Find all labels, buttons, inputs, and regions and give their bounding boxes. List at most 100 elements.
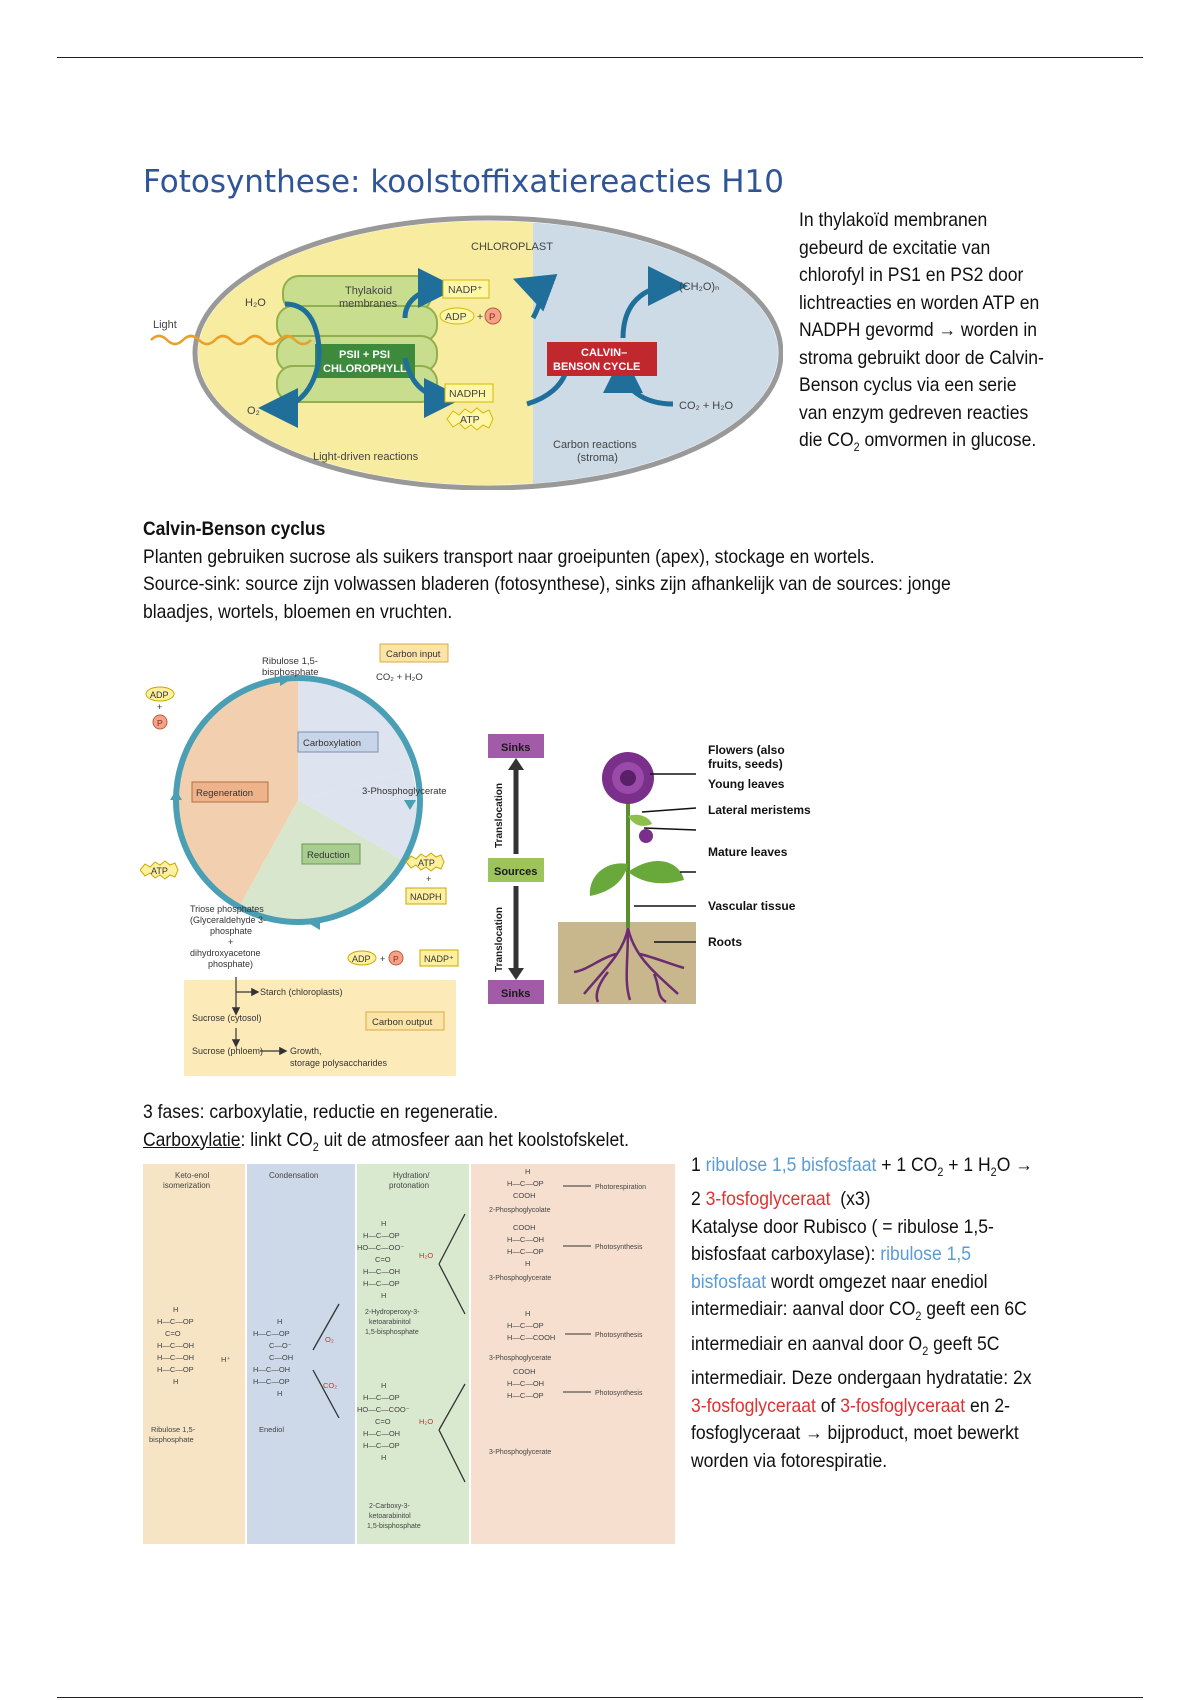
svg-text:H: H [525, 1167, 530, 1176]
svg-text:H—C—OP: H—C—OP [507, 1179, 544, 1188]
reaction-arrow [312, 1369, 340, 1419]
psii-label-2: CHLOROPHYLL [323, 363, 407, 375]
intro-line: Benson cyclus via een serie [799, 374, 1017, 396]
intro-line: gebeurd de excitatie van [799, 236, 991, 259]
section-line: blaadjes, wortels, bloemen en vruchten. [143, 600, 453, 623]
flower [602, 752, 654, 843]
calvin-arrow-in-top [512, 274, 558, 320]
mature-leaves-label: Mature leaves [708, 845, 788, 859]
reduction-label: Reduction [307, 850, 350, 861]
col3-title: Hydration/ [393, 1171, 430, 1180]
svg-text:COOH: COOH [513, 1367, 536, 1376]
ribulose-structure: HH—C—OPC=O H—C—OHH—C—OHH—C—OPH [157, 1305, 194, 1386]
svg-text:COOH: COOH [513, 1191, 536, 1200]
ch2o-label: (CH₂O)ₙ [679, 281, 719, 293]
phases-paragraph: 3 fases: carboxylatie, reductie en regen… [143, 1099, 1043, 1161]
h2o-label-2: H₂O [419, 1417, 433, 1426]
equation-line-1: 1 ribulose 1,5 bisfosfaat + 1 CO2 + 1 H2… [691, 1154, 1033, 1179]
svg-text:H—C—OH: H—C—OH [363, 1267, 400, 1276]
svg-text:COOH: COOH [513, 1223, 536, 1232]
atp-burst-right [405, 852, 445, 872]
intro-paragraph: In thylakoïd membranen gebeurd de excita… [799, 207, 1060, 461]
svg-text:H—C—OP: H—C—OP [157, 1365, 194, 1374]
calvin-section: Calvin-Benson cyclus Planten gebruiken s… [143, 516, 1133, 626]
triose-line: phosphate [210, 926, 252, 936]
carbon-input-label: Carbon input [386, 649, 441, 660]
svg-text:H—C—OH: H—C—OH [507, 1379, 544, 1388]
reaction-arrow [312, 1303, 340, 1351]
chloroplast-label: CHLOROPLAST [471, 241, 553, 253]
svg-text:H—C—OP: H—C—OP [507, 1247, 544, 1256]
o2-label: O₂ [247, 405, 260, 417]
intro-line: van enzym gedreven reacties [799, 401, 1029, 424]
regeneration-label: Regeneration [196, 788, 253, 799]
col-condensation [247, 1164, 355, 1544]
lateral-label: Lateral meristems [708, 803, 811, 817]
svg-text:H: H [525, 1309, 530, 1318]
rubisco-line: bisfosfaat carboxylase): ribulose 1,5 [691, 1243, 971, 1266]
source-sink-figure: Sinks Sources Sinks Translocation Transl… [488, 732, 836, 1018]
adp-oval [439, 307, 475, 325]
svg-text:H—C—OH: H—C—OH [157, 1353, 194, 1362]
hydration-arrows [438, 1213, 466, 1483]
enediol-name: Enediol [259, 1425, 284, 1434]
sinks-top-box [488, 734, 544, 758]
calvin-box [547, 342, 657, 376]
sources-label: Sources [494, 866, 537, 878]
svg-text:H—C—OP: H—C—OP [363, 1393, 400, 1402]
young-leaves-label: Young leaves [708, 777, 785, 791]
adp-plus: + [477, 311, 483, 323]
rubisco-line: Katalyse door Rubisco ( = ribulose 1,5- [691, 1215, 994, 1238]
young-leaf [628, 814, 652, 826]
light-label: Light [153, 319, 177, 331]
intro-line: die CO2 omvormen in glucose. [799, 429, 1037, 454]
carboxylation-sector-2 [298, 770, 417, 860]
adp-label-2: ADP [352, 954, 371, 964]
rubisco-line: intermediair: aanval door CO2 geeft een … [691, 1298, 1027, 1324]
page-title: Fotosynthese: koolstoffixatiereacties H1… [143, 164, 784, 200]
svg-text:H—C—OH: H—C—OH [363, 1429, 400, 1438]
enediol-structure: HH—C—OPC—O⁻ C—OHH—C—OHH—C—OPH [253, 1317, 293, 1398]
triose-line: dihydroxyacetone [190, 948, 261, 958]
ribulose-name-2: bisphosphate [149, 1435, 194, 1444]
pi-label: P [157, 718, 163, 728]
svg-text:H: H [381, 1381, 386, 1390]
top-rule [57, 57, 1143, 58]
svg-text:H—C—OP: H—C—OP [363, 1279, 400, 1288]
psii-label-1: PSII + PSI [339, 349, 390, 361]
col-hydration [357, 1164, 469, 1544]
svg-text:H—C—COOH: H—C—COOH [507, 1333, 555, 1342]
svg-text:C—O⁻: C—O⁻ [269, 1341, 292, 1350]
sinks-top-label: Sinks [501, 742, 530, 754]
svg-text:HO—C—OO⁻: HO—C—OO⁻ [357, 1243, 404, 1252]
triose-line: + [228, 937, 233, 947]
carboxy-name-2: ketoarabinitol [369, 1513, 411, 1520]
adp-label: ADP [150, 690, 169, 700]
col-products [471, 1164, 675, 1544]
stroma-label: (stroma) [577, 452, 618, 464]
photosynthesis-label-3: Photosynthesis [595, 1390, 643, 1397]
triose-line: phosphate) [208, 959, 253, 969]
nadph-label: NADPH [449, 388, 486, 400]
bottom-rule [57, 1697, 1143, 1698]
arrow-head [508, 758, 524, 770]
sources-box [488, 858, 544, 882]
svg-text:HO—C—COO⁻: HO—C—COO⁻ [357, 1405, 410, 1414]
adp-label: ADP [445, 311, 467, 323]
carboxylation-box [297, 731, 379, 753]
intro-line: NADPH gevormd → worden in [799, 319, 1037, 341]
reduction-box [301, 843, 361, 865]
nadph-box [444, 383, 494, 403]
pi-circle-2 [388, 950, 404, 966]
rubisco-line: bisfosfaat wordt omgezet naar enediol [691, 1270, 988, 1293]
pga-label: 3-Phosphoglycerate [362, 786, 447, 797]
rubisco-line: intermediair en aanval door O2 geeft 5C [691, 1332, 1000, 1358]
intro-line: In thylakoïd membranen [799, 209, 988, 231]
h2o-label: H₂O [245, 297, 266, 309]
flowers-label: Flowers (also [708, 743, 785, 757]
col2-title: Condensation [269, 1171, 318, 1180]
pga-name-3: 3-Phosphoglycerate [489, 1449, 551, 1456]
pga-name-2: 3-Phosphoglycerate [489, 1355, 551, 1362]
atp-burst-left [140, 860, 179, 880]
